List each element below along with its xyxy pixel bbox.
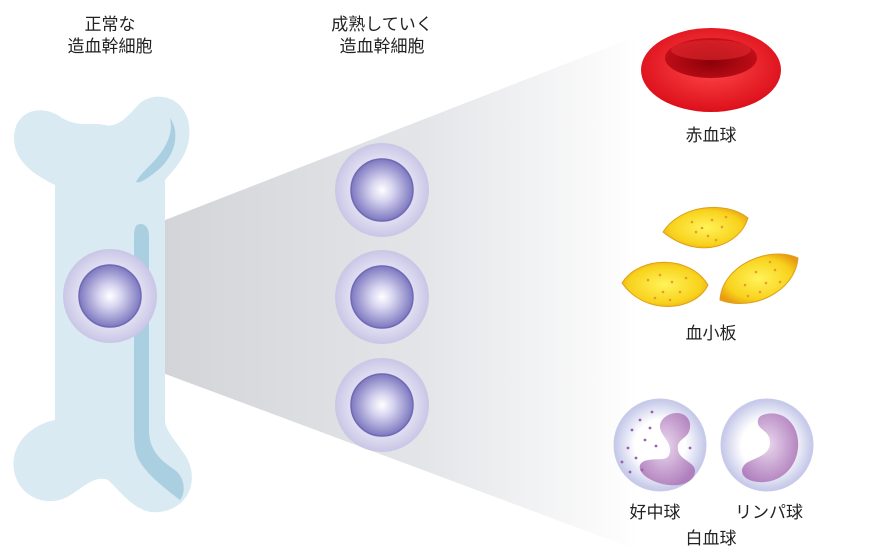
platelet-1	[662, 206, 749, 249]
bone-shadow-top	[136, 118, 176, 183]
label-red-blood-cell: 赤血球	[685, 126, 737, 146]
label-normal-stem-cell-line1: 正常な	[84, 15, 136, 35]
neutrophil	[613, 398, 707, 492]
label-normal-stem-cell: 正常な 造血幹細胞	[55, 14, 165, 58]
stem-cell-maturing-1	[335, 143, 429, 237]
lymphocyte	[720, 398, 814, 492]
platelets	[621, 206, 799, 307]
label-maturing-stem-cell-line2: 造血幹細胞	[339, 37, 425, 57]
stem-cell-maturing-2	[335, 250, 429, 344]
label-normal-stem-cell-line2: 造血幹細胞	[67, 37, 153, 57]
label-lymphocyte: リンパ球	[735, 503, 803, 523]
lymphocyte-nucleus	[742, 413, 799, 483]
platelet-2	[621, 261, 709, 307]
label-white-blood-cell: 白血球	[685, 529, 737, 549]
stem-cell-maturing-3	[335, 358, 429, 452]
stem-cell-normal	[63, 249, 157, 343]
platelet-3	[719, 253, 799, 304]
red-blood-cell	[641, 28, 781, 112]
label-neutrophil: 好中球	[629, 503, 681, 523]
label-maturing-stem-cell-line1: 成熟していく	[331, 15, 433, 35]
neutrophil-nucleus	[639, 413, 696, 486]
label-maturing-stem-cell: 成熟していく 造血幹細胞	[322, 14, 442, 58]
label-platelet: 血小板	[685, 324, 737, 344]
